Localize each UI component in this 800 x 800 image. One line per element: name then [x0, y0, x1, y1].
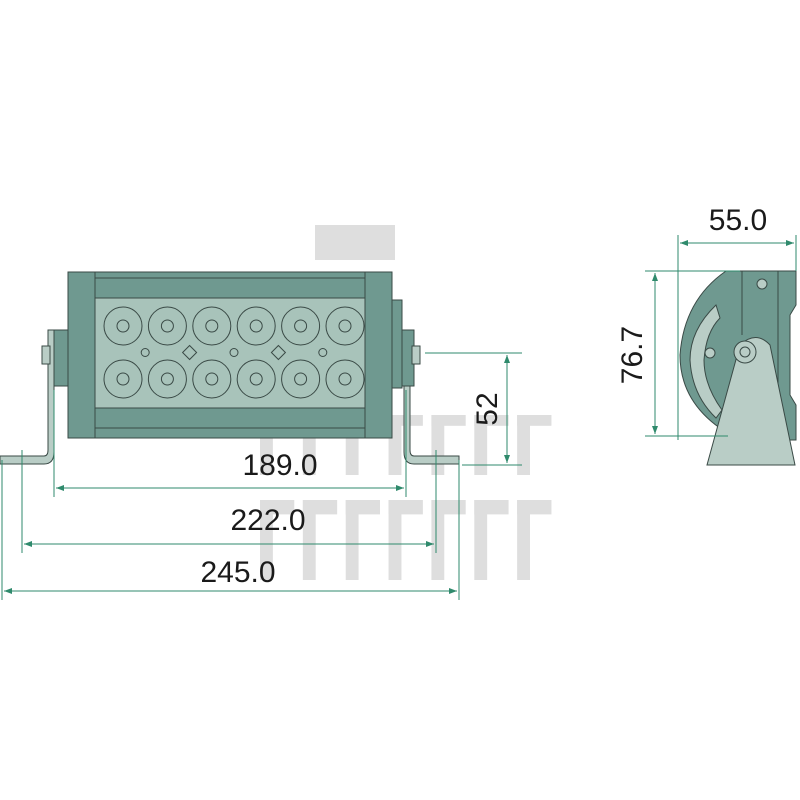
led-emitter — [338, 372, 352, 386]
led-emitter — [116, 372, 130, 386]
side-height-label: 76.7 — [616, 326, 649, 384]
left-mount-block — [53, 329, 69, 387]
watermark-letter-stroke — [388, 500, 423, 515]
watermark-letter-stroke — [517, 500, 552, 515]
led-reflector — [192, 359, 232, 399]
led-reflector — [147, 359, 187, 399]
front-view — [0, 271, 460, 465]
left-end-cap — [67, 271, 96, 439]
left-bolt — [41, 345, 51, 365]
led-reflector — [325, 359, 365, 399]
screw — [318, 348, 328, 357]
pivot-bolt-center — [739, 346, 751, 358]
led-emitter — [294, 372, 308, 386]
right-side-plate — [391, 299, 403, 389]
diamond-marker — [270, 344, 287, 361]
led-reflector — [281, 359, 321, 399]
led-reflector — [325, 306, 365, 346]
watermark-letter-stroke — [474, 500, 509, 515]
diamond-marker — [181, 344, 198, 361]
right-bolt — [411, 345, 421, 365]
led-emitter — [338, 319, 352, 333]
watermark-letter-stroke — [517, 415, 530, 475]
led-emitter — [205, 372, 219, 386]
led-reflector — [281, 306, 321, 346]
watermark-letter-stroke — [345, 500, 359, 580]
led-emitter — [205, 319, 219, 333]
led-reflector — [147, 306, 187, 346]
screw — [140, 348, 150, 357]
screw — [229, 348, 239, 357]
bottom-rail — [94, 407, 366, 429]
led-emitter — [294, 319, 308, 333]
led-emitter — [249, 372, 263, 386]
dimension-height: 52 — [425, 352, 522, 466]
dimension-overall-width: 245.0 — [1, 460, 460, 600]
watermark-letter-stroke — [431, 415, 466, 426]
watermark-letter-stroke — [474, 415, 509, 426]
led-emitter — [160, 372, 174, 386]
dimension-inner-width: 189.0 — [53, 390, 407, 497]
watermark-letter-stroke — [431, 500, 445, 580]
led-emitter — [116, 319, 130, 333]
watermark-letter-stroke — [474, 415, 488, 475]
side-cooling-fins — [689, 304, 723, 419]
watermark-letter-stroke — [302, 500, 338, 515]
watermark-letter-stroke — [260, 500, 295, 515]
dimension-side-height: 76.7 — [616, 270, 740, 437]
led-reflector — [236, 306, 276, 346]
mount-width-label: 222.0 — [230, 504, 305, 537]
led-reflector — [192, 306, 232, 346]
led-reflector — [236, 359, 276, 399]
right-end-cap — [364, 271, 393, 439]
led-array — [103, 306, 365, 399]
led-emitter — [160, 319, 174, 333]
watermark-letter-stroke — [517, 500, 530, 580]
watermark-letter-stroke — [260, 500, 273, 580]
inner-width-label: 189.0 — [242, 449, 317, 482]
watermark-letter-stroke — [474, 500, 488, 580]
watermark-letter-stroke — [345, 500, 380, 515]
watermark-letter-stroke — [431, 500, 466, 515]
dimension-depth: 55.0 — [677, 204, 797, 440]
depth-label: 55.0 — [709, 204, 767, 237]
watermark-letter-stroke — [302, 500, 316, 580]
side-screw — [704, 347, 716, 359]
top-rail — [94, 277, 366, 299]
led-emitter — [249, 319, 263, 333]
side-screw — [756, 278, 768, 290]
watermark-letter-stroke — [388, 500, 402, 580]
led-reflector — [103, 359, 143, 399]
height-label: 52 — [471, 392, 504, 425]
dimension-mount-width: 222.0 — [21, 450, 437, 553]
overall-width-label: 245.0 — [200, 556, 275, 589]
side-view — [679, 270, 797, 466]
watermark-letter-stroke — [517, 415, 552, 426]
led-reflector — [103, 306, 143, 346]
